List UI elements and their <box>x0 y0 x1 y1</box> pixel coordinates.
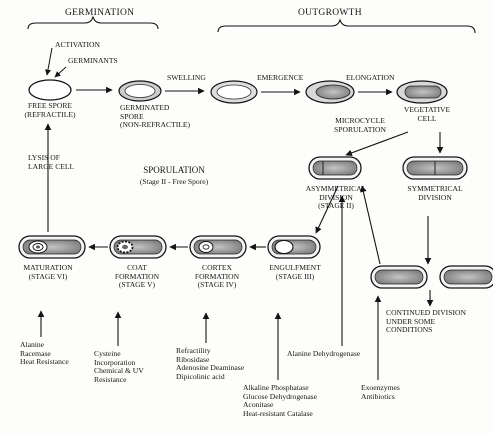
alanine-dehydrogenase-marker: Alanine Dehydrogenase <box>287 349 361 358</box>
arrow-microcycle <box>345 131 409 157</box>
emergence-label: EMERGENCE <box>257 73 304 82</box>
arrow-germinants <box>54 66 67 78</box>
elongation-label: ELONGATION <box>346 73 395 82</box>
coat-formation-shape <box>109 235 167 259</box>
germination-bracket <box>27 15 159 30</box>
elongation-shape <box>396 80 448 104</box>
sporulation-title: SPORULATION <box>143 165 205 175</box>
symmetrical-division-shape <box>402 156 468 180</box>
free-spore-label: FREE SPORE(REFRACTILE) <box>24 101 76 119</box>
activation-label: ACTIVATION <box>55 40 100 49</box>
maturation-shape <box>18 235 86 259</box>
continued-cell-left-shape <box>370 265 428 289</box>
arrow-back-to-asymmetrical <box>360 185 381 265</box>
free-spore-shape <box>28 79 72 101</box>
germinated-spore-shape <box>118 80 162 102</box>
outgrowth-heading: OUTGROWTH <box>298 8 362 18</box>
engulfment-label: ENGULFMENT(STAGE III) <box>269 263 321 281</box>
arrow-activation <box>45 47 53 76</box>
emergence-shape <box>305 80 355 104</box>
engulfment-shape <box>267 235 321 259</box>
germinants-label: GERMINANTS <box>68 56 118 65</box>
sporulation-subtitle: (Stage II - Free Spore) <box>139 177 209 186</box>
swelling-label: SWELLING <box>167 73 206 82</box>
maturation-label: MATURATION(STAGE VI) <box>23 263 73 281</box>
asymmetrical-division-shape <box>308 156 362 180</box>
cortex-formation-shape <box>189 235 247 259</box>
continued-cell-right-shape <box>439 265 493 289</box>
arrow-to-engulfment <box>315 185 339 234</box>
swelling-spore-shape <box>210 80 258 104</box>
outgrowth-bracket <box>217 18 476 34</box>
germination-heading: GERMINATION <box>65 8 135 18</box>
